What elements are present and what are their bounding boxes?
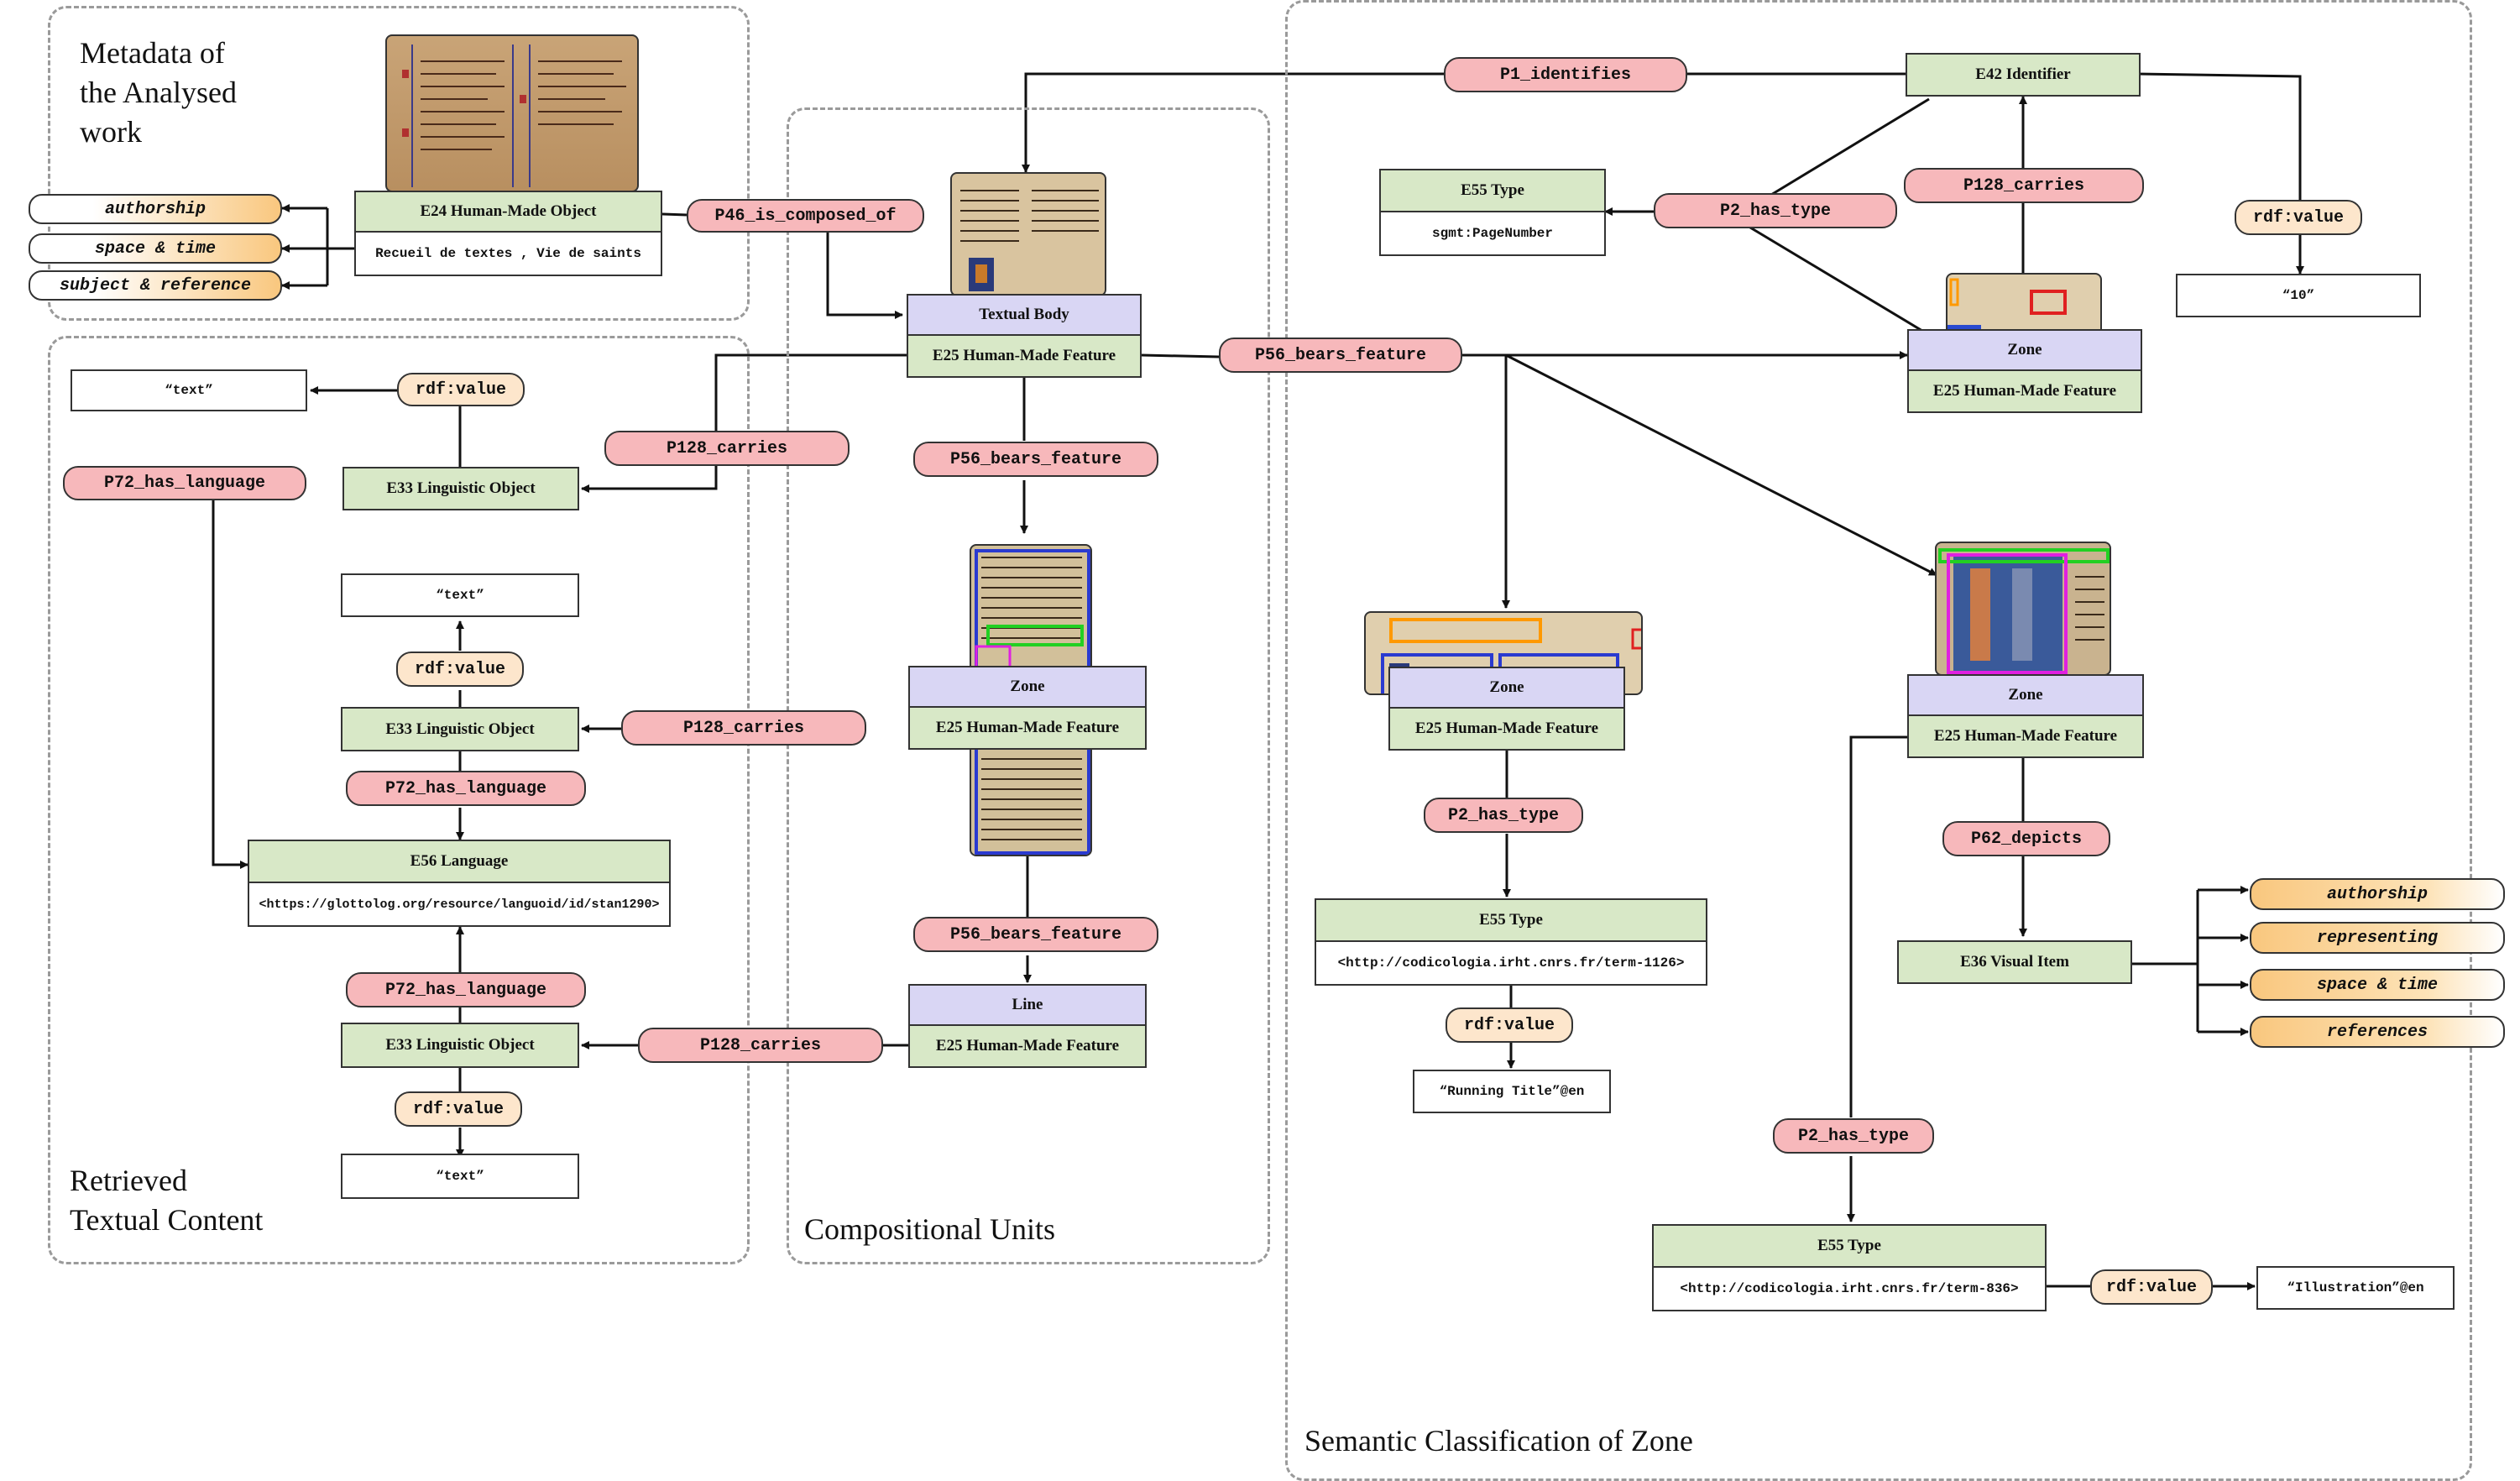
e56-language-value[interactable]: <https://glottolog.org/resource/languoid… — [248, 882, 671, 927]
retrieved-region-title: Retrieved Textual Content — [70, 1164, 264, 1237]
rdf-value-a[interactable]: rdf:value — [397, 373, 525, 406]
p2-has-type-top[interactable]: P2_has_type — [1654, 193, 1897, 228]
zone-illustration-node[interactable]: Zone — [1907, 674, 2144, 716]
p56-bears-feature-low[interactable]: P56_bears_feature — [913, 917, 1158, 952]
rdf-value-b[interactable]: rdf:value — [396, 652, 524, 687]
compositional-region-title: Compositional Units — [804, 1212, 1056, 1246]
rdf-value-running-title[interactable]: rdf:value — [1446, 1007, 1573, 1043]
p1-identifies[interactable]: P1_identifies — [1444, 57, 1687, 92]
p46-is-composed-of[interactable]: P46_is_composed_of — [687, 199, 924, 233]
line-class[interactable]: E25 Human-Made Feature — [908, 1024, 1147, 1068]
p128-carries-top[interactable]: P128_carries — [1904, 168, 2144, 203]
e55-type-top[interactable]: E55 Type — [1379, 169, 1606, 212]
rdf-value-top[interactable]: rdf:value — [2235, 200, 2362, 235]
illustration-value[interactable]: “Illustration”@en — [2256, 1266, 2455, 1310]
p62-depicts[interactable]: P62_depicts — [1942, 821, 2110, 856]
e55-type-illustration-value[interactable]: <http://codicologia.irht.cnrs.fr/term-83… — [1652, 1266, 2047, 1311]
manuscript-page-image — [385, 34, 639, 192]
p2-has-type-running-title[interactable]: P2_has_type — [1424, 798, 1583, 833]
semantic-region-title: Semantic Classification of Zone — [1304, 1424, 1693, 1457]
textual-body-class[interactable]: E25 Human-Made Feature — [907, 334, 1142, 378]
rdf-value-c[interactable]: rdf:value — [395, 1091, 522, 1127]
zone-top-node[interactable]: Zone — [1907, 329, 2142, 371]
tag-subject-reference-left[interactable]: subject & reference — [29, 270, 282, 301]
metadata-region-title: Metadata of the Analysed work — [80, 36, 237, 149]
p72-has-language-b[interactable]: P72_has_language — [346, 771, 586, 806]
tag-references-right[interactable]: references — [2250, 1016, 2505, 1048]
line-node[interactable]: Line — [908, 984, 1147, 1026]
e55-type-running-title[interactable]: E55 Type — [1315, 898, 1707, 942]
rdf-value-illustration[interactable]: rdf:value — [2090, 1269, 2213, 1305]
tag-space-time-right[interactable]: space & time — [2250, 969, 2505, 1001]
zone-middle-node[interactable]: Zone — [908, 666, 1147, 708]
e33-linguistic-object-c[interactable]: E33 Linguistic Object — [341, 1023, 579, 1068]
tag-authorship-right[interactable]: authorship — [2250, 878, 2505, 910]
e55-type-illustration[interactable]: E55 Type — [1652, 1224, 2047, 1268]
e33-linguistic-object-a[interactable]: E33 Linguistic Object — [342, 467, 579, 510]
tag-authorship-left[interactable]: authorship — [29, 194, 282, 224]
zone-middle-class[interactable]: E25 Human-Made Feature — [908, 706, 1147, 750]
tag-space-time-left[interactable]: space & time — [29, 233, 282, 264]
p128-carries-b[interactable]: P128_carries — [621, 710, 866, 746]
zone-running-title-class[interactable]: E25 Human-Made Feature — [1388, 707, 1625, 751]
e56-language[interactable]: E56 Language — [248, 840, 671, 883]
e55-type-running-title-value[interactable]: <http://codicologia.irht.cnrs.fr/term-11… — [1315, 940, 1707, 986]
zone-image-top — [1946, 273, 2102, 337]
retrieved-content-region: Retrieved Textual Content — [48, 336, 750, 1264]
text-value-b[interactable]: “text” — [341, 573, 579, 617]
text-value-a[interactable]: “text” — [71, 369, 307, 411]
text-value-c[interactable]: “text” — [341, 1154, 579, 1199]
p72-has-language-c[interactable]: P72_has_language — [346, 972, 586, 1007]
running-title-value[interactable]: “Running Title”@en — [1413, 1070, 1611, 1113]
zone-illustration-class[interactable]: E25 Human-Made Feature — [1907, 714, 2144, 758]
p2-has-type-illustration[interactable]: P2_has_type — [1773, 1118, 1934, 1154]
e24-value-text: Recueil de textes , Vie de saints — [375, 246, 641, 261]
e36-visual-item[interactable]: E36 Visual Item — [1897, 940, 2132, 984]
textual-body-node[interactable]: Textual Body — [907, 294, 1142, 336]
metadata-region: Metadata of the Analysed work — [48, 6, 750, 321]
e24-value[interactable]: Recueil de textes , Vie de saints — [354, 231, 662, 276]
zone-top-class[interactable]: E25 Human-Made Feature — [1907, 369, 2142, 413]
tag-representing-right[interactable]: representing — [2250, 922, 2505, 954]
p128-carries-a[interactable]: P128_carries — [604, 431, 850, 466]
e24-human-made-object[interactable]: E24 Human-Made Object — [354, 191, 662, 233]
e33-linguistic-object-b[interactable]: E33 Linguistic Object — [341, 707, 579, 751]
p72-has-language-a[interactable]: P72_has_language — [63, 466, 306, 500]
value-ten[interactable]: “10” — [2176, 274, 2421, 317]
p56-bears-feature-mid[interactable]: P56_bears_feature — [913, 442, 1158, 477]
e42-identifier[interactable]: E42 Identifier — [1906, 53, 2141, 97]
compositional-units-region: Compositional Units — [787, 107, 1270, 1264]
p128-carries-c[interactable]: P128_carries — [638, 1028, 883, 1063]
p56-bears-feature-main[interactable]: P56_bears_feature — [1219, 338, 1462, 373]
zone-running-title-node[interactable]: Zone — [1388, 667, 1625, 709]
zone-image-illustration — [1935, 542, 2111, 676]
textual-body-image — [950, 172, 1106, 296]
e55-type-top-value[interactable]: sgmt:PageNumber — [1379, 211, 1606, 256]
semantic-classification-region: Semantic Classification of Zone — [1285, 0, 2472, 1481]
